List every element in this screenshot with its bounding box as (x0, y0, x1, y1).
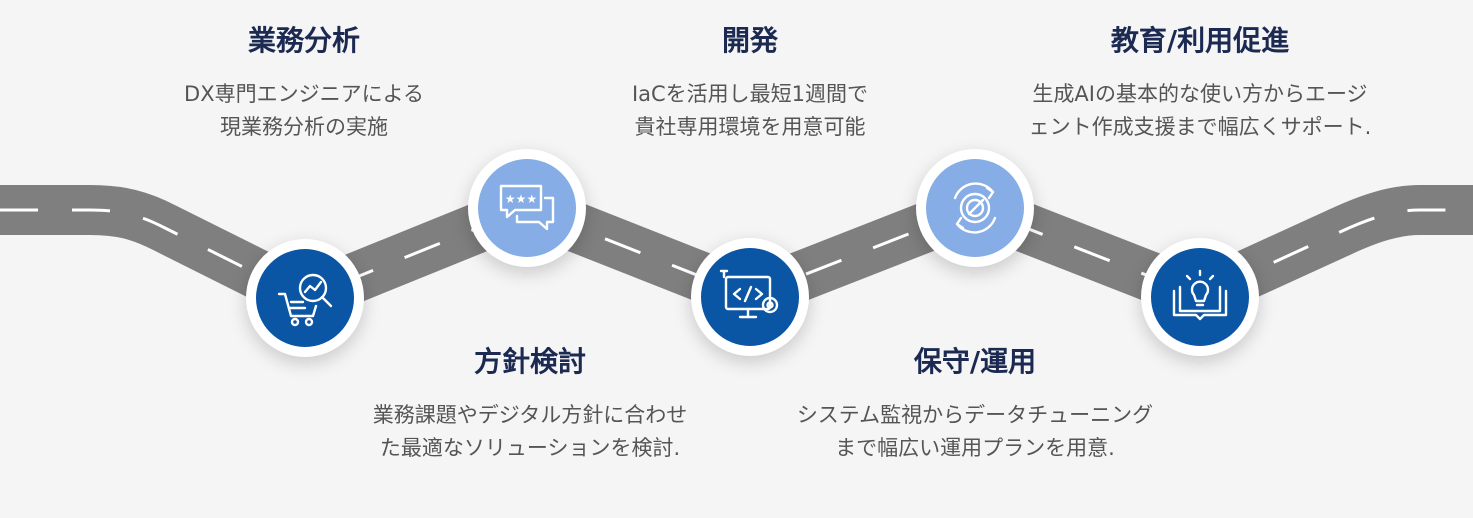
step-description: システム監視からデータチューニング まで幅広い運用プランを用意. (755, 399, 1195, 465)
step-description-line: た最適なソリューションを検討. (379, 436, 681, 460)
step-node-development (691, 238, 809, 356)
step-description: 業務課題やデジタル方針に合わせ た最適なソリューションを検討. (330, 399, 730, 465)
step-description-line: ェント作成支援まで幅広くサポート. (1028, 115, 1372, 139)
step-description-line: DX専門エンジニアによる (184, 82, 424, 106)
step-node-education (1141, 238, 1259, 356)
step-education: 教育/利用促進 生成AIの基本的な使い方からエージ ェント作成支援まで幅広くサポ… (980, 24, 1420, 144)
step-title: 方針検討 (473, 345, 586, 378)
step-description-line: まで幅広い運用プランを用意. (835, 436, 1115, 460)
step-node-operations (916, 149, 1034, 267)
step-description: 生成AIの基本的な使い方からエージ ェント作成支援まで幅広くサポート. (980, 78, 1420, 144)
cart-analytics-icon (277, 273, 333, 327)
step-title: 保守/運用 (913, 345, 1037, 378)
step-description-line: 現業務分析の実施 (220, 115, 388, 139)
gear-wrench-icon (953, 182, 997, 234)
step-analysis: 業務分析 DX専門エンジニアによる 現業務分析の実施 (154, 24, 454, 144)
step-description-line: 生成AIの基本的な使い方からエージ (1032, 82, 1368, 106)
step-description-line: IaCを活用し最短1週間で (631, 82, 869, 106)
review-chat-icon: ★★★ (499, 184, 555, 231)
step-node-policy: ★★★ (468, 149, 586, 267)
step-description-line: 貴社専用環境を用意可能 (634, 115, 866, 139)
step-node-analysis (246, 239, 364, 357)
step-title: 開発 (721, 24, 778, 57)
svg-text:★★★: ★★★ (505, 192, 537, 206)
step-description: DX専門エンジニアによる 現業務分析の実施 (154, 78, 454, 144)
step-policy: 方針検討 業務課題やデジタル方針に合わせ た最適なソリューションを検討. (330, 345, 730, 465)
step-title: 業務分析 (247, 24, 360, 57)
step-description-line: 業務課題やデジタル方針に合わせ (372, 403, 688, 427)
step-operations: 保守/運用 システム監視からデータチューニング まで幅広い運用プランを用意. (755, 345, 1195, 465)
book-lightbulb-icon (1172, 269, 1228, 321)
step-description-line: システム監視からデータチューニング (796, 403, 1154, 427)
road-body (0, 183, 1473, 323)
step-description: IaCを活用し最短1週間で 貴社専用環境を用意可能 (590, 78, 910, 144)
step-title: 教育/利用促進 (1110, 24, 1290, 57)
code-monitor-icon (719, 269, 779, 319)
step-development: 開発 IaCを活用し最短1週間で 貴社専用環境を用意可能 (590, 24, 910, 144)
